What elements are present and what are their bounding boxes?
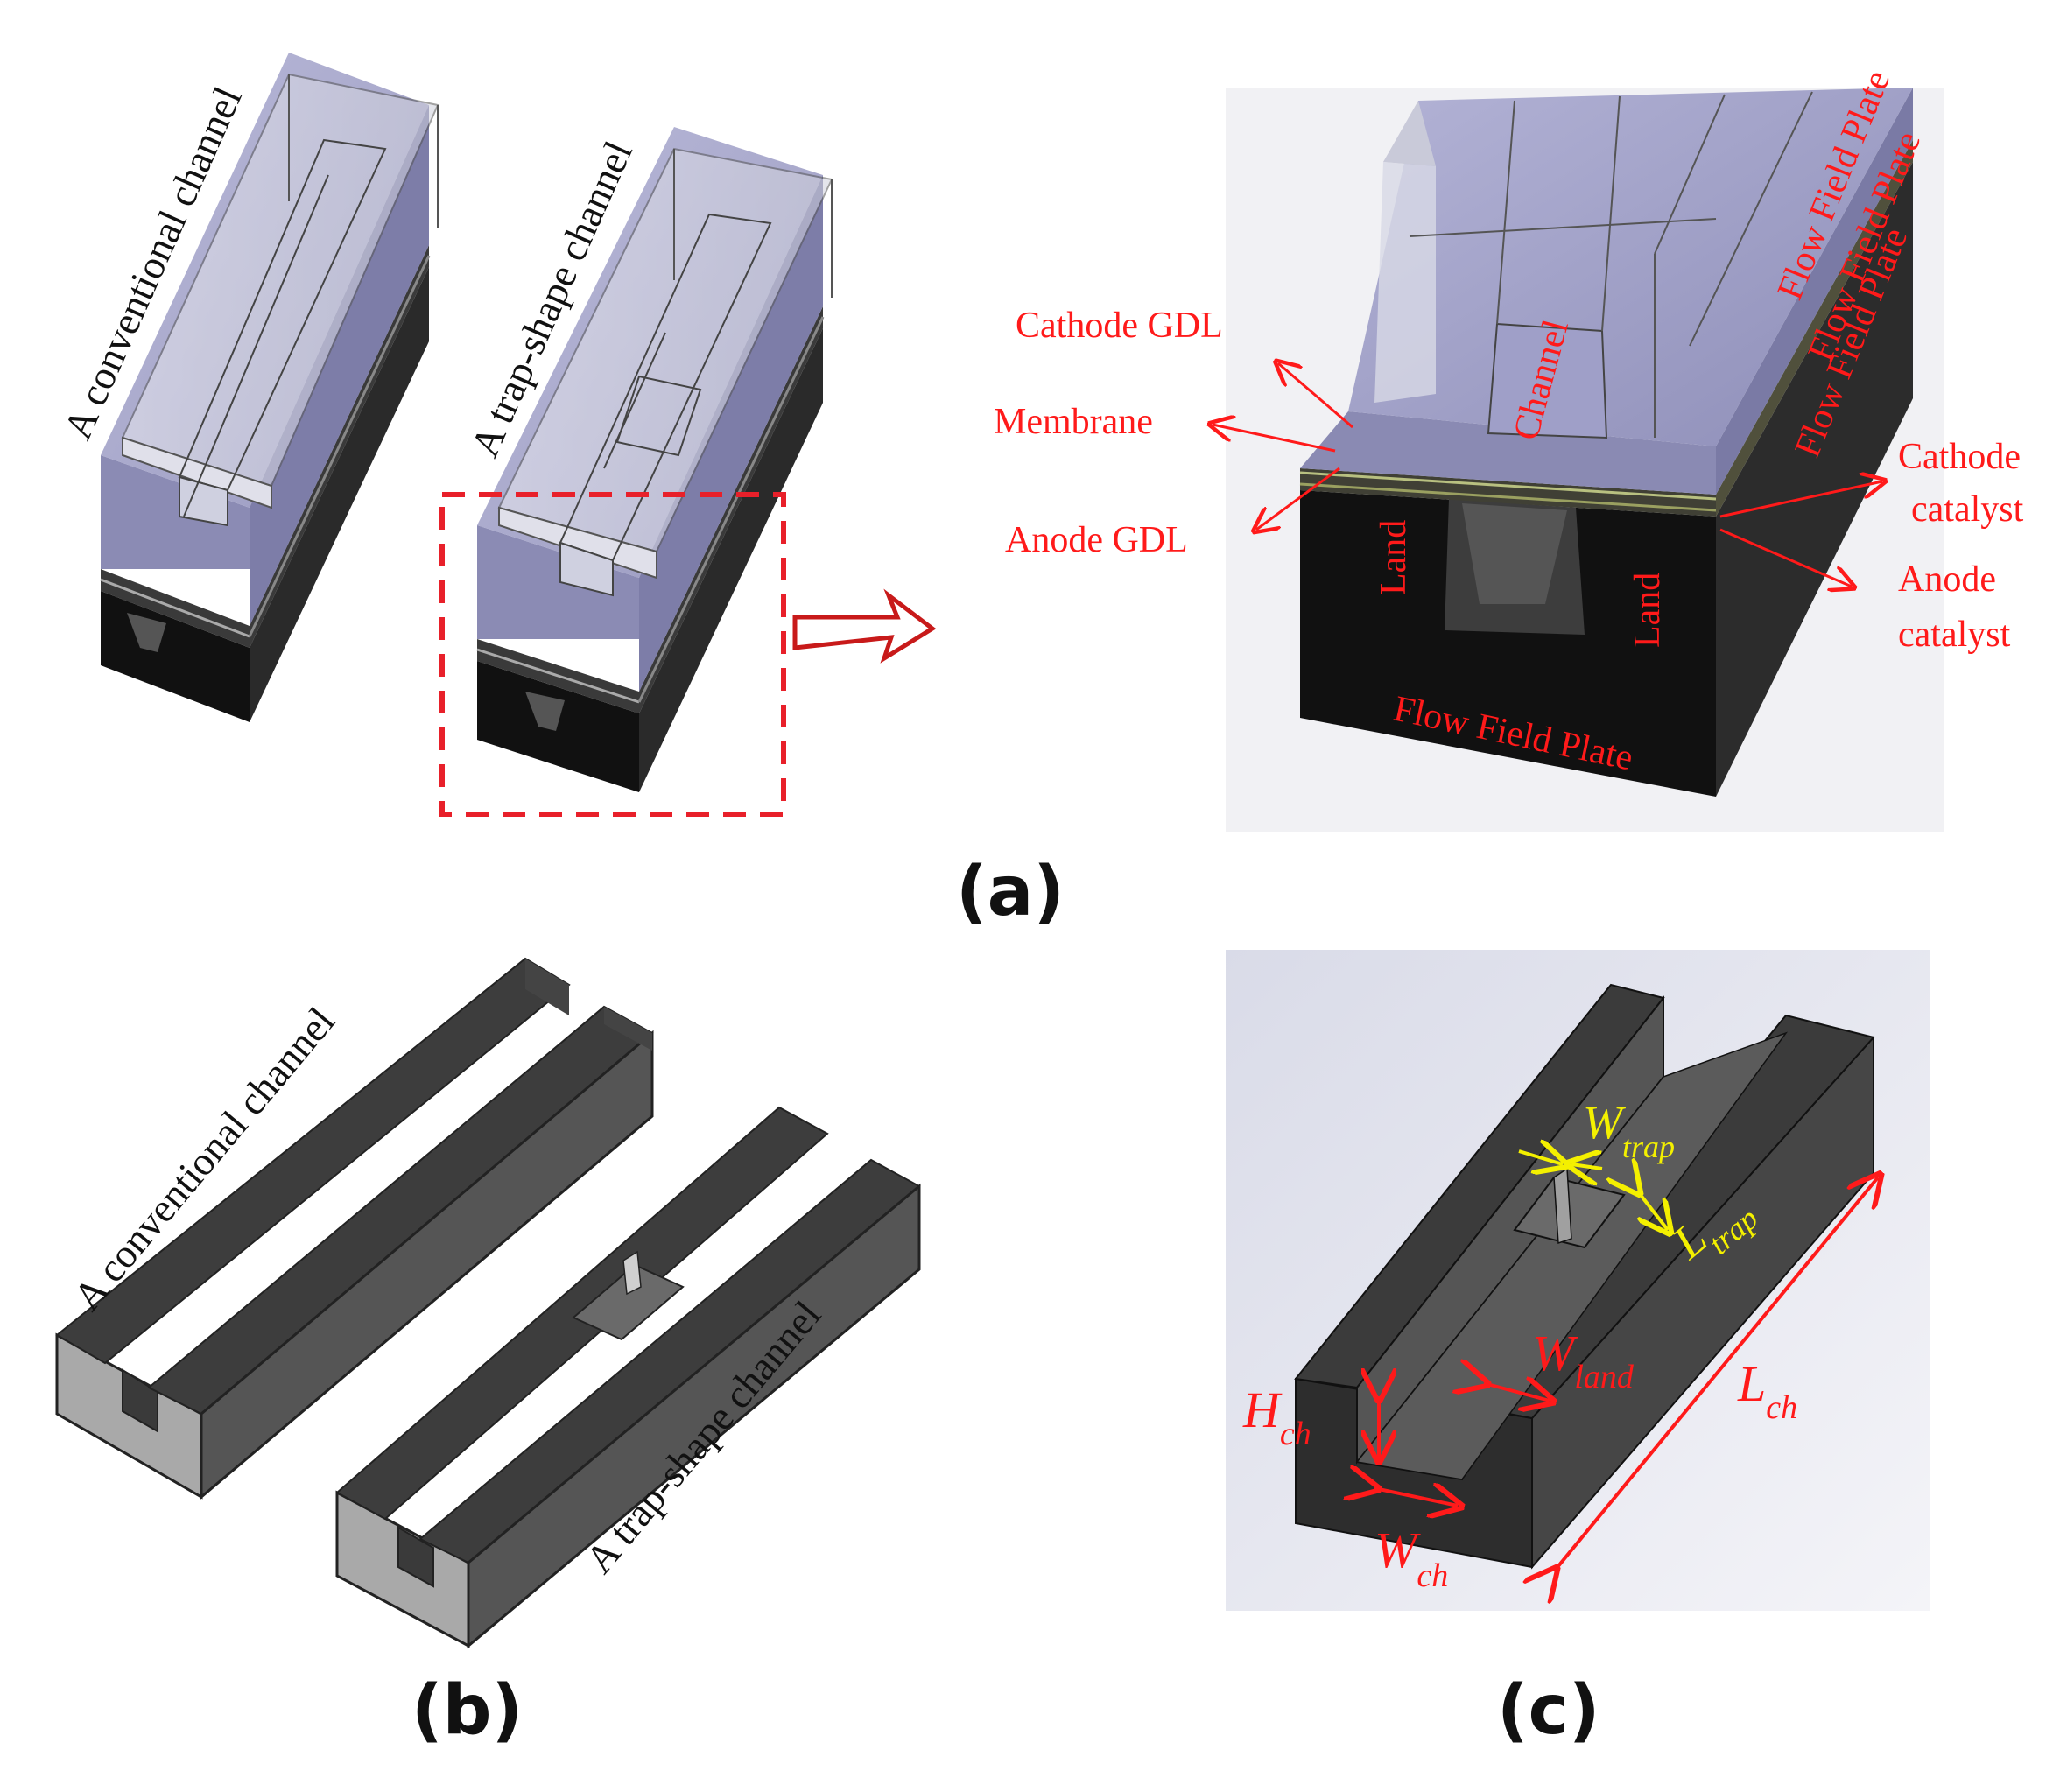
selection-box — [439, 492, 786, 817]
cathode-gdl-label: Cathode GDL — [1016, 306, 1223, 346]
h-ch-label: Hch — [1242, 1381, 1311, 1452]
panel-label-a: (a) — [956, 853, 1065, 931]
trap-bar — [335, 1106, 921, 1649]
conventional-bar — [55, 957, 654, 1500]
panel-b: A conventional channel A trap-shape chan… — [55, 957, 921, 1750]
cathode-catalyst-label-2: catalyst — [1911, 489, 2024, 530]
cathode-catalyst-label-1: Cathode — [1898, 437, 2021, 477]
conventional-assembly — [100, 53, 439, 722]
w-ch-label: Wch — [1374, 1521, 1448, 1594]
w-trap-label: Wtrap — [1583, 1096, 1675, 1164]
land-label-right: Land — [1628, 573, 1668, 648]
anode-catalyst-label-1: Anode — [1898, 559, 1996, 600]
annotation-arrows-a — [1213, 363, 1882, 587]
land-label-left: Land — [1374, 520, 1414, 595]
anode-catalyst-label-2: catalyst — [1898, 615, 2011, 655]
panel-label-b: (b) — [411, 1671, 523, 1750]
l-ch-label: Lch — [1737, 1355, 1797, 1426]
zoom-arrow — [792, 588, 937, 664]
membrane-label: Membrane — [994, 402, 1153, 442]
panel-c: Wtrap Ltrap Wland Hch Wch Lch (c) — [1226, 950, 1930, 1750]
trap-assembly — [476, 127, 833, 792]
zoomed-cross-section — [1226, 88, 1944, 832]
w-land-label: Wland — [1532, 1325, 1635, 1395]
panel-a: A conventional channel A trap-shape chan… — [55, 53, 2024, 931]
panel-label-c: (c) — [1497, 1671, 1600, 1750]
anode-gdl-label: Anode GDL — [1005, 520, 1188, 560]
dimension-arrows — [1374, 1151, 1878, 1571]
